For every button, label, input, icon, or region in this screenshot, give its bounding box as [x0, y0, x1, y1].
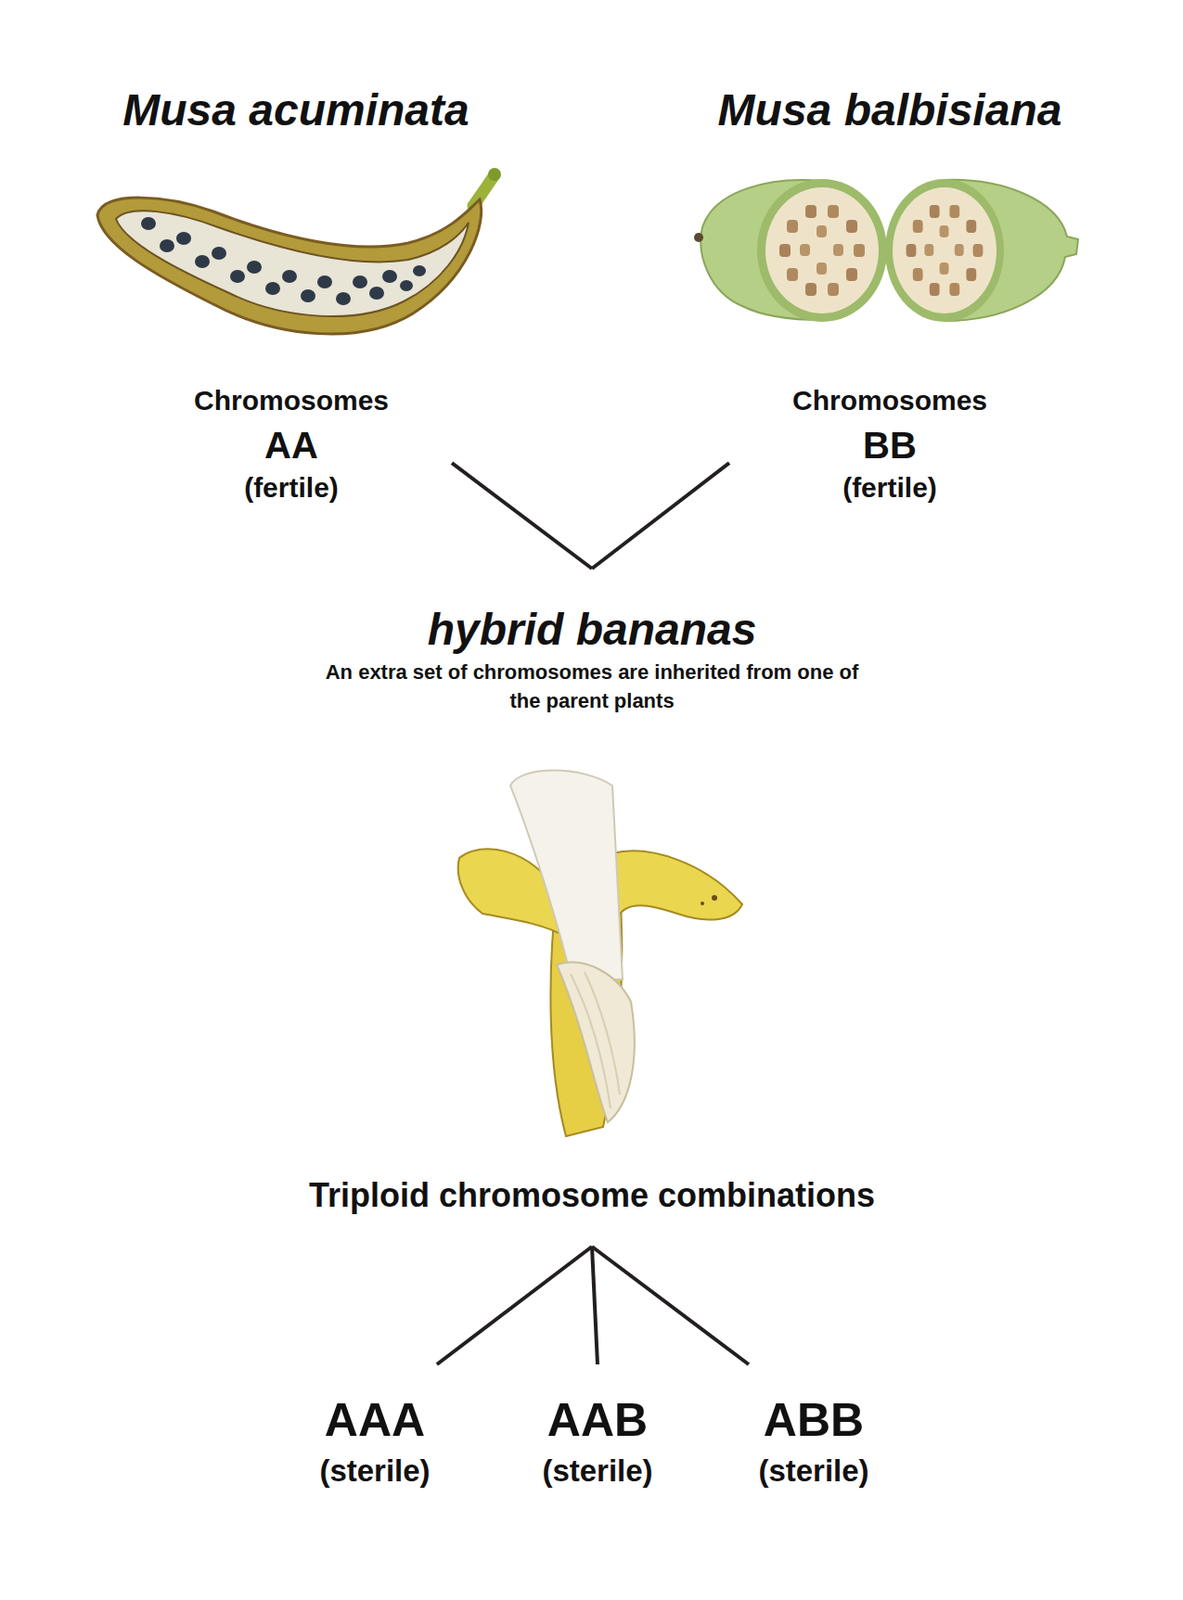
genome-group: ChromosomesAA(fertile) [130, 382, 452, 505]
triploid-code: AAA [319, 1392, 430, 1449]
seeded-balbisiana-fruit [694, 179, 1079, 322]
species-name: Musa acuminata [122, 82, 469, 139]
peeled-banana [458, 771, 743, 1138]
triploid-group: AAA(sterile) [300, 1364, 449, 1495]
genome-group: ChromosomesBB(fertile) [729, 382, 1051, 505]
seeded-banana [97, 167, 502, 335]
sterility-note: (sterile) [758, 1448, 869, 1495]
fertility-note: (fertile) [193, 471, 389, 505]
connector-line [591, 1247, 598, 1365]
connector-line [451, 462, 592, 569]
hybrid-group: hybrid bananasAn extra set of chromosome… [313, 568, 871, 716]
section-heading: Triploid chromosome combinations [308, 1175, 875, 1217]
chromosome-heading: Chromosomes [193, 382, 389, 420]
sterility-note: (sterile) [319, 1448, 430, 1495]
sterility-note: (sterile) [541, 1448, 653, 1495]
connector-line [591, 1247, 749, 1365]
triploid-group: AAB(sterile) [523, 1364, 671, 1495]
triploid-group: ABB(sterile) [739, 1364, 888, 1495]
hybrid-description: An extra set of chromosomes are inherite… [313, 657, 871, 716]
genome-code: BB [792, 419, 988, 472]
triploid-code: ABB [758, 1392, 869, 1449]
fertility-note: (fertile) [792, 471, 988, 505]
triploid-code: AAB [541, 1392, 653, 1449]
species-name: Musa balbisiana [718, 82, 1063, 139]
triploid-heading-group: Triploid chromosome combinations [308, 1175, 875, 1248]
genome-code: AA [193, 419, 389, 472]
hybrid-title: hybrid bananas [313, 602, 871, 658]
connector-line [437, 1247, 592, 1365]
connector-line [591, 462, 730, 569]
chromosome-heading: Chromosomes [792, 382, 988, 420]
